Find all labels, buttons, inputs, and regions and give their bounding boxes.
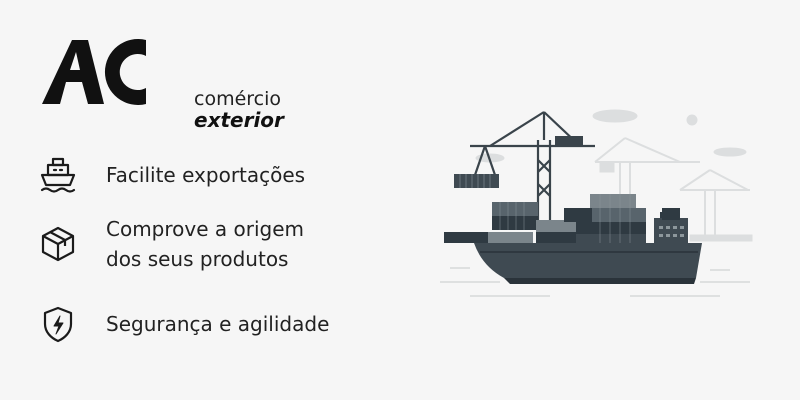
brand-word-exterior: exterior — [194, 108, 284, 132]
ac-logo-mark — [42, 39, 146, 106]
cargo-ship-illustration — [430, 100, 770, 310]
feature-security-line-1: Segurança e agilidade — [106, 312, 330, 336]
feature-origin-line-1: Comprove a origem — [106, 217, 305, 241]
feature-exports-line-1: Facilite exportações — [106, 163, 306, 187]
shield-bolt-icon — [36, 302, 80, 346]
container-stack — [444, 194, 646, 246]
feature-exports: Facilite exportações — [36, 153, 305, 197]
ship-icon — [36, 153, 80, 197]
ship-hull — [474, 243, 702, 278]
feature-security: Segurança e agilidade — [36, 302, 329, 346]
feature-origin: Comprove a origem dos seus produtos — [36, 214, 304, 274]
water-waves — [440, 267, 750, 297]
box-icon — [36, 222, 80, 266]
brand-word-comercio: comércio — [194, 88, 282, 110]
ship-bridge — [654, 208, 688, 248]
brand-logo: comércio exterior — [42, 38, 284, 130]
feature-origin-line-2: dos seus produtos — [106, 247, 289, 271]
background-scenery — [475, 109, 753, 242]
